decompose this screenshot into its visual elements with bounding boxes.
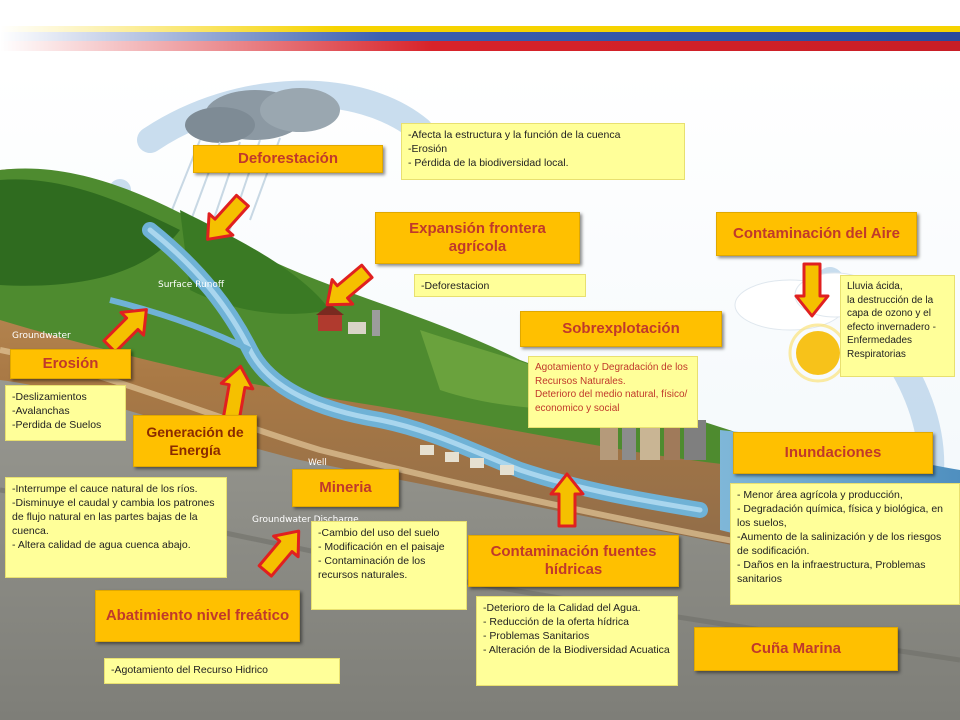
- arrow-erosion: [102, 308, 148, 354]
- arrow-mineria: [257, 529, 301, 578]
- label-contaminacion-fuentes-hidricas: Contaminación fuentes hídricas: [468, 535, 679, 587]
- flag-stripe-red: [0, 41, 960, 51]
- flag-stripe-yellow: [0, 26, 960, 32]
- arrow-generacion: [219, 364, 255, 421]
- label-generacion-energia: Generación de Energía: [133, 415, 257, 467]
- surface-runoff-text: Surface Runoff: [158, 280, 225, 290]
- groundwater-discharge-text: Groundwater Discharge: [252, 515, 359, 525]
- label-expansion-frontera-agricola: Expansión frontera agrícola: [375, 212, 580, 264]
- note-inundaciones: - Menor área agrícola y producción, - De…: [730, 483, 960, 605]
- label-deforestacion: Deforestación: [193, 145, 383, 173]
- label-sobrexplotacion: Sobrexplotación: [520, 311, 722, 347]
- note-contaminacion-fuentes: -Deterioro de la Calidad del Agua. - Red…: [476, 596, 678, 686]
- arrow-deforestacion: [206, 193, 250, 241]
- note-generacion-energia: -Interrumpe el cauce natural de los ríos…: [5, 477, 227, 578]
- note-contaminacion-aire: Lluvia ácida, la destrucción de la capa …: [840, 275, 955, 377]
- label-inundaciones: Inundaciones: [733, 432, 933, 474]
- note-deforestacion: -Afecta la estructura y la función de la…: [401, 123, 685, 180]
- arrow-contaminacion-aire: [794, 262, 830, 318]
- arrow-contaminacion-fuentes: [549, 472, 585, 528]
- note-expansion: -Deforestacion: [414, 274, 586, 297]
- note-mineria: -Cambio del uso del suelo - Modificación…: [311, 521, 467, 610]
- label-erosion: Erosión: [10, 349, 131, 379]
- note-erosion: -Deslizamientos -Avalanchas -Perdida de …: [5, 385, 126, 441]
- label-contaminacion-aire: Contaminación del Aire: [716, 212, 917, 256]
- well-text: Well: [308, 458, 327, 468]
- farm-buildings: [316, 304, 380, 336]
- label-abatimiento-nivel-freatico: Abatimiento nivel freático: [95, 590, 300, 642]
- note-sobrexplotacion: Agotamiento y Degradación de los Recurso…: [528, 356, 698, 428]
- label-cuna-marina: Cuña Marina: [694, 627, 898, 671]
- arrow-expansion: [325, 263, 374, 307]
- label-mineria: Mineria: [292, 469, 399, 507]
- flag-stripe-blue: [0, 32, 960, 41]
- note-abatimiento: -Agotamiento del Recurso Hidrico: [104, 658, 340, 684]
- groundwater-text: Groundwater: [12, 331, 71, 341]
